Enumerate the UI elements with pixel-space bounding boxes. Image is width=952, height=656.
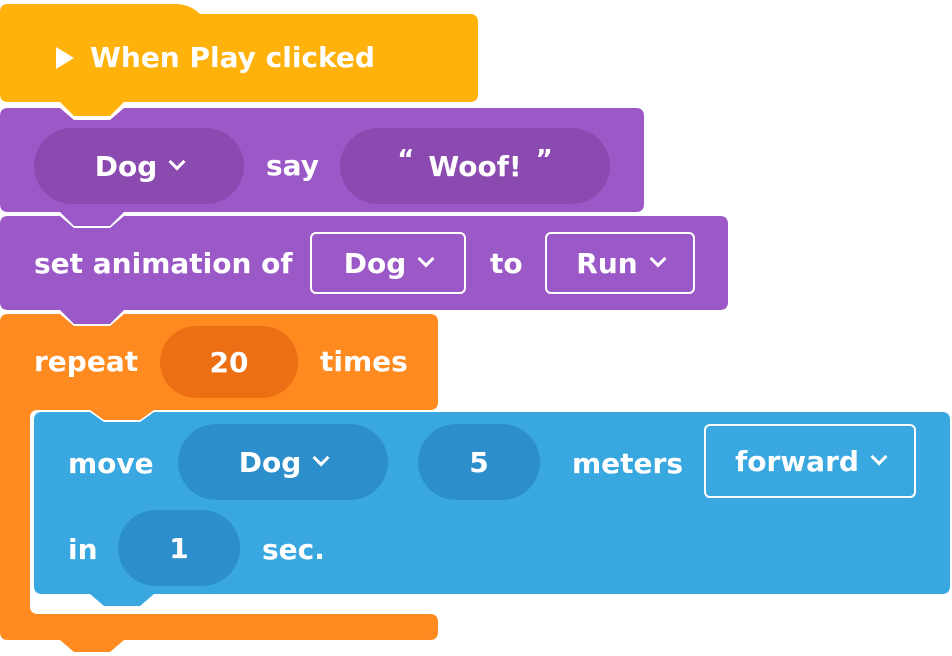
move-duration-input[interactable]: 1 xyxy=(118,510,240,586)
animation-actor-value: Dog xyxy=(343,246,407,280)
repeat-count-input[interactable]: 20 xyxy=(160,326,298,398)
move-direction-value: forward xyxy=(735,444,859,478)
open-quote-mark: “ xyxy=(397,145,415,175)
say-actor-value: Dog xyxy=(94,149,158,183)
chevron-down-icon xyxy=(870,448,888,466)
say-message-value: Woof! xyxy=(428,149,522,183)
chevron-down-icon xyxy=(168,153,186,171)
repeat-block-shape[interactable] xyxy=(0,314,438,652)
move-duration-unit-label: sec. xyxy=(262,533,325,566)
move-actor-value: Dog xyxy=(238,445,302,479)
animation-actor-dropdown[interactable]: Dog xyxy=(310,232,466,294)
move-distance-input[interactable]: 5 xyxy=(418,424,540,500)
animation-name-value: Run xyxy=(576,246,638,280)
move-distance-value: 5 xyxy=(469,445,489,479)
chevron-down-icon xyxy=(417,250,435,268)
animation-prefix-label: set animation of xyxy=(34,247,293,280)
say-verb-label: say xyxy=(266,149,319,182)
repeat-count-value: 20 xyxy=(209,345,249,379)
say-actor-dropdown[interactable]: Dog xyxy=(34,128,244,204)
close-quote-mark: ” xyxy=(535,145,553,175)
chevron-down-icon xyxy=(649,250,667,268)
move-actor-dropdown[interactable]: Dog xyxy=(178,424,388,500)
move-unit-label: meters xyxy=(572,447,684,480)
play-triangle-icon xyxy=(56,47,74,69)
move-duration-value: 1 xyxy=(169,531,189,565)
say-message-input[interactable]: “ Woof! ” xyxy=(340,128,610,204)
repeat-suffix-label: times xyxy=(320,345,408,378)
move-in-label: in xyxy=(68,533,98,566)
event-block-shape[interactable] xyxy=(0,4,478,116)
repeat-prefix-label: repeat xyxy=(34,345,139,378)
move-direction-dropdown[interactable]: forward xyxy=(704,424,916,498)
chevron-down-icon xyxy=(312,449,330,467)
event-block-label: When Play clicked xyxy=(90,41,375,74)
animation-joiner-label: to xyxy=(490,247,523,280)
move-verb-label: move xyxy=(68,447,154,480)
animation-name-dropdown[interactable]: Run xyxy=(545,232,695,294)
